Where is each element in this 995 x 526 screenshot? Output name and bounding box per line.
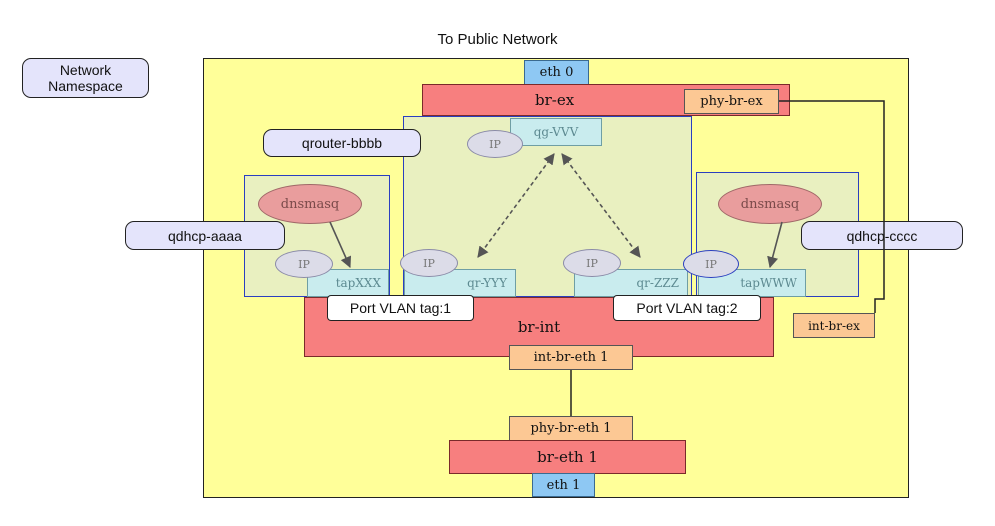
legend-network-namespace: Network Namespace xyxy=(22,58,149,98)
ip-tap-xxx: IP xyxy=(275,250,333,278)
vlan-tag-2: Port VLAN tag:2 xyxy=(613,295,761,321)
diagram-title: To Public Network xyxy=(437,31,558,48)
dnsmasq-arrow-left xyxy=(329,221,352,269)
router-arrow-right xyxy=(561,153,641,258)
patch-phy-br-eth1: phy-br-eth 1 xyxy=(509,416,633,441)
patch-int-br-ex: int-br-ex xyxy=(793,313,875,338)
patch-link-br-ex xyxy=(779,100,885,313)
bridge-br-eth1: br-eth 1 xyxy=(449,440,686,474)
label-qdhcp-cccc: qdhcp-cccc xyxy=(801,221,963,250)
label-qrouter: qrouter-bbbb xyxy=(263,129,421,157)
vlan-tag-1: Port VLAN tag:1 xyxy=(327,295,474,321)
ip-qr-yyy: IP xyxy=(400,249,458,277)
dnsmasq-arrow-right xyxy=(767,221,783,269)
port-qr-zzz: qr-ZZZ xyxy=(574,269,688,297)
patch-int-br-eth1: int-br-eth 1 xyxy=(509,345,633,370)
dnsmasq-left: dnsmasq xyxy=(258,184,362,224)
router-arrow-left xyxy=(477,153,555,258)
ip-tap-www: IP xyxy=(683,250,739,278)
port-qg: qg-VVV xyxy=(510,118,602,146)
label-qdhcp-aaaa: qdhcp-aaaa xyxy=(125,221,285,250)
nic-eth1: eth 1 xyxy=(532,473,595,497)
dnsmasq-right: dnsmasq xyxy=(718,184,822,224)
patch-phy-br-ex: phy-br-ex xyxy=(684,89,779,114)
